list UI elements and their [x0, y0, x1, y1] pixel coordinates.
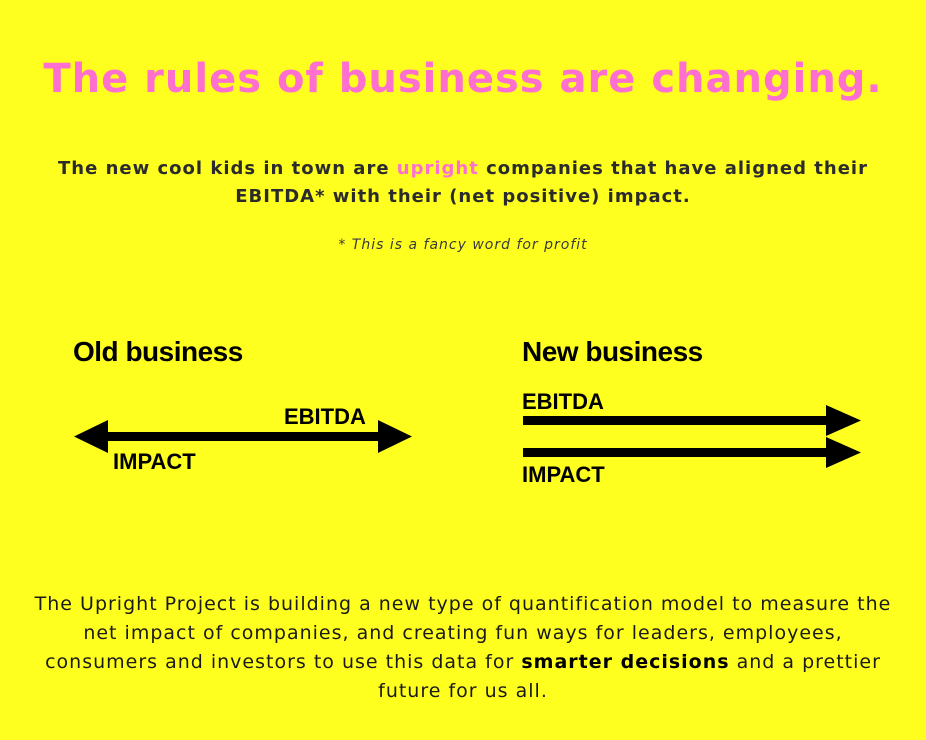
footnote: * This is a fancy word for profit	[338, 237, 588, 253]
new-business-heading: New business	[522, 336, 703, 367]
closing-part-1: The Upright Project is building a new ty…	[34, 593, 892, 673]
new-impact-arrow-head	[826, 437, 861, 468]
new-label-impact: IMPACT	[522, 462, 605, 487]
old-label-impact: IMPACT	[113, 449, 196, 474]
intro-part-2: companies that have aligned their EBITDA…	[235, 158, 868, 207]
closing-part-2: and a prettier future for us all.	[378, 651, 881, 702]
new-ebitda-arrow-head	[826, 405, 861, 436]
intro-part-1: The new cool kids in town are	[58, 158, 397, 179]
new-business-ebitda-arrow	[523, 405, 861, 436]
old-arrow-shaft	[100, 432, 384, 441]
new-ebitda-arrow-shaft	[523, 416, 833, 425]
old-business-heading: Old business	[73, 336, 243, 367]
old-arrow-right-head	[378, 420, 412, 453]
new-business-impact-arrow	[523, 437, 861, 468]
business-comparison-diagram: EBITDA IMPACT EBITDA IMPACT	[74, 389, 861, 487]
page-title: The rules of business are changing.	[43, 56, 883, 102]
old-arrow-left-head	[74, 420, 108, 453]
old-business-arrow	[74, 420, 412, 453]
old-label-ebitda: EBITDA	[284, 404, 366, 429]
new-impact-arrow-shaft	[523, 448, 833, 457]
intro-highlight: upright	[396, 158, 479, 179]
new-label-ebitda: EBITDA	[522, 389, 604, 414]
closing-text: The Upright Project is building a new ty…	[30, 590, 896, 706]
intro-text: The new cool kids in town are upright co…	[20, 155, 906, 211]
closing-bold: smarter decisions	[521, 651, 730, 673]
